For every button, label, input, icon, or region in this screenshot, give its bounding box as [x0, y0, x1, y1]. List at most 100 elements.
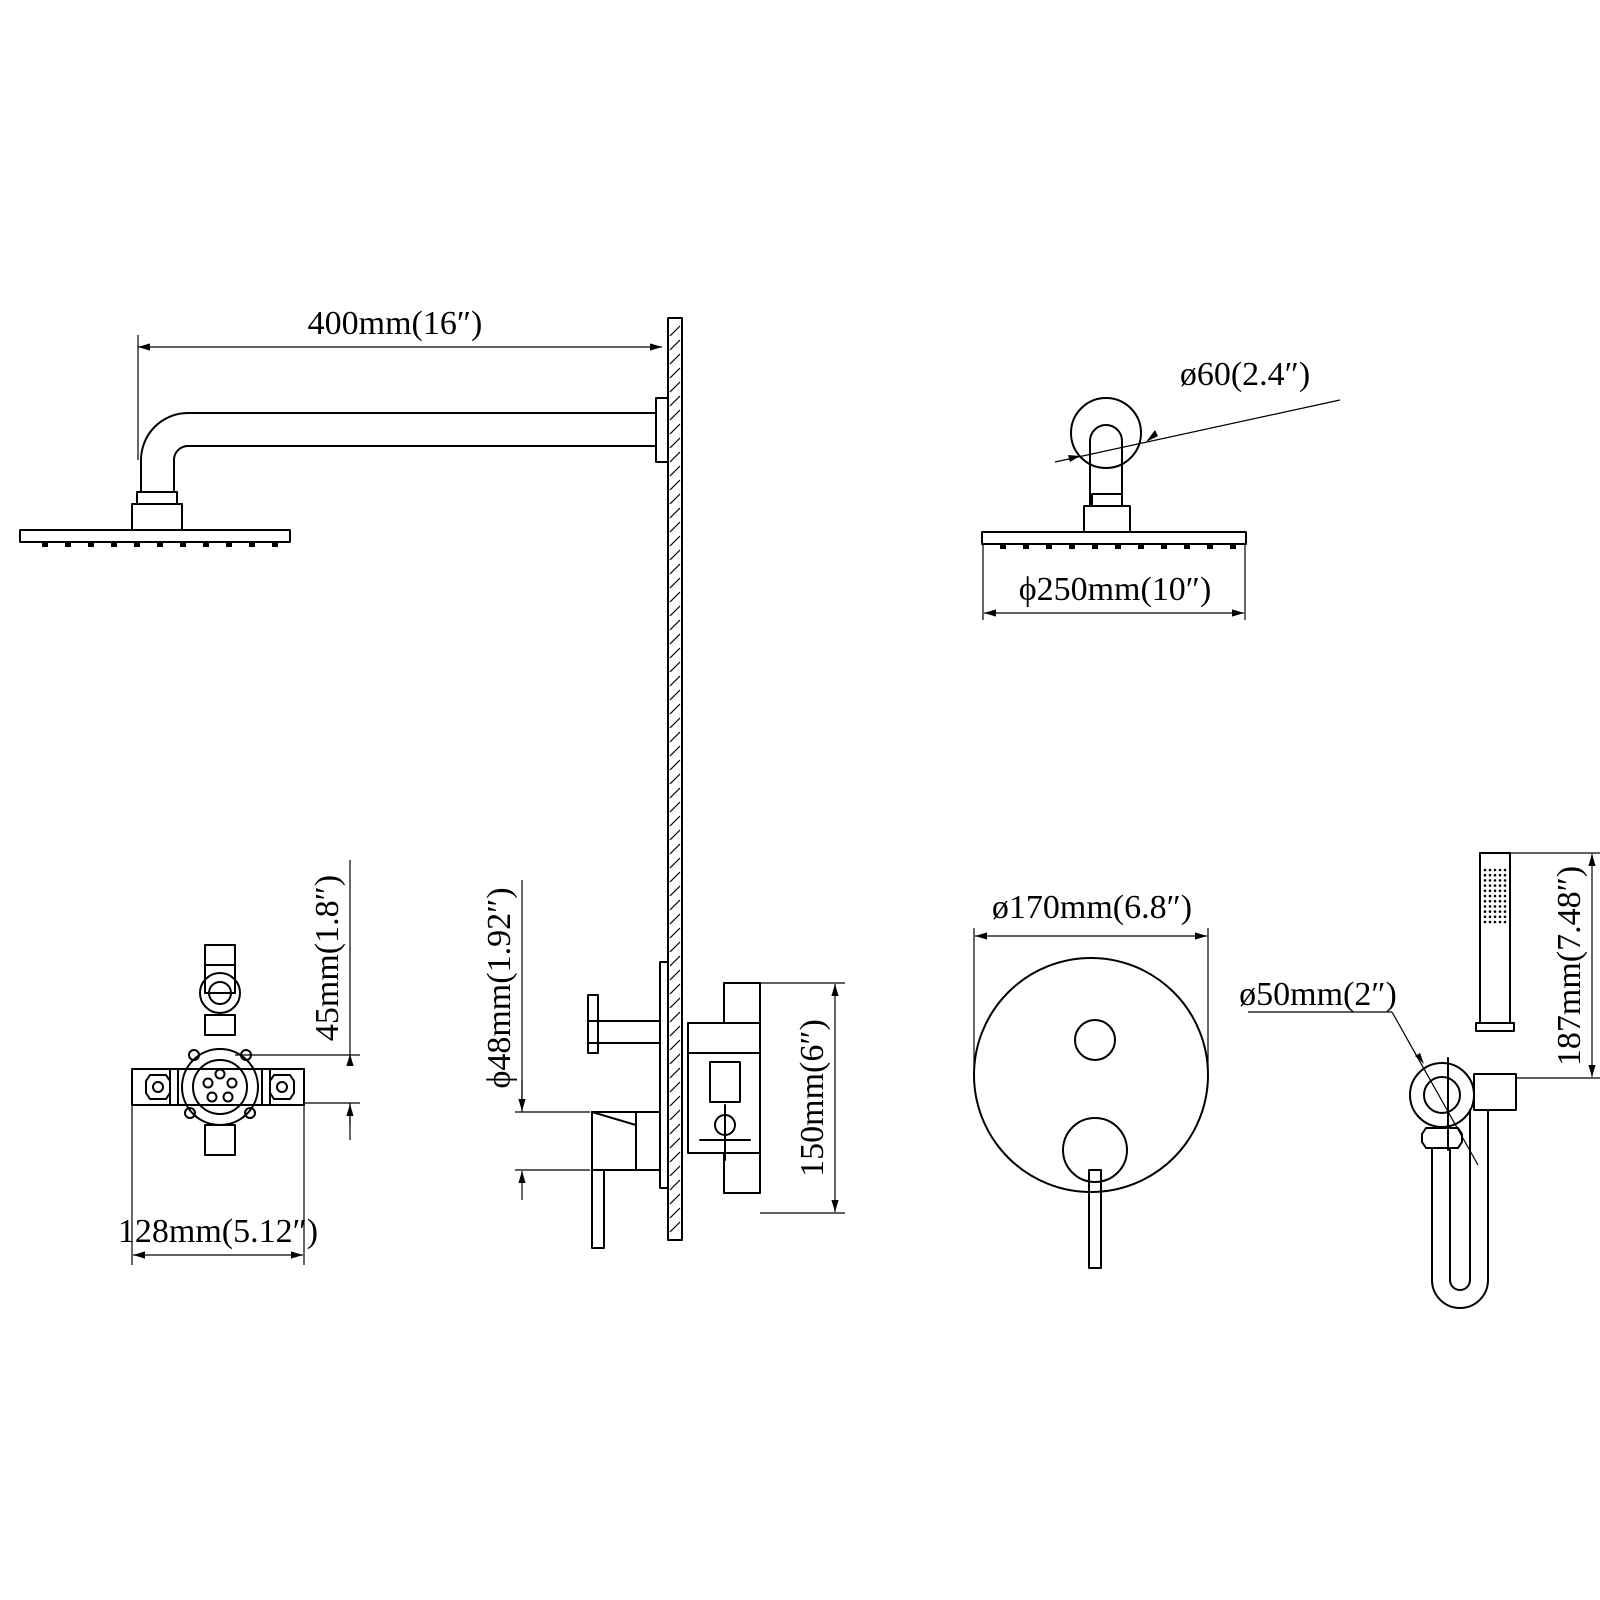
- flange-diameter-label: ø60(2.4″): [1180, 356, 1310, 393]
- spray-hole: [1483, 884, 1487, 887]
- nozzle: [226, 542, 232, 547]
- spray-hole: [1493, 889, 1497, 893]
- spray-hole: [1483, 915, 1487, 919]
- spray-hole: [1488, 910, 1492, 913]
- shower-arm-side-view: [131, 397, 669, 531]
- nozzle: [272, 542, 278, 547]
- wall-hatch-line: [669, 913, 681, 925]
- spray-hole: [1493, 879, 1497, 882]
- valve-width-dimension: 128mm(5.12″): [118, 1105, 318, 1265]
- nozzle: [1138, 544, 1144, 549]
- wall-section: [667, 317, 683, 1241]
- wall-hatch-line: [669, 423, 681, 435]
- wall-hatch-line: [669, 1179, 681, 1191]
- spray-hole: [1498, 920, 1502, 924]
- hand-shower-with-holder: [1409, 852, 1517, 1309]
- wall-hatch-line: [669, 731, 681, 743]
- holder-diameter-label: ø50mm(2″): [1239, 976, 1397, 1013]
- spray-hole: [1498, 910, 1502, 913]
- nozzle: [1230, 544, 1236, 549]
- wall-hatch-line: [669, 1081, 681, 1093]
- spray-hole: [1483, 879, 1487, 882]
- wall-hatch-line: [669, 1151, 681, 1163]
- spray-hole: [1493, 868, 1497, 872]
- head-diameter-dimension: ϕ250mm(10″): [982, 544, 1246, 620]
- wall-hatch-line: [669, 829, 681, 841]
- spray-hole: [1503, 910, 1507, 913]
- spray-hole: [1493, 884, 1497, 887]
- wall-hatch-line: [669, 647, 681, 659]
- handle-diameter-dimension: ϕ48mm(1.92″): [481, 880, 590, 1200]
- handshower-length-label: 187mm(7.48″): [1551, 866, 1588, 1066]
- spray-hole: [1498, 889, 1502, 893]
- nozzle: [111, 542, 117, 547]
- wall-hatch-line: [669, 689, 681, 701]
- spray-hole: [1483, 889, 1487, 893]
- wall-hatch-line: [669, 1207, 681, 1219]
- nozzle: [1000, 544, 1006, 549]
- wall-hatch-line: [669, 395, 681, 407]
- nozzle: [134, 542, 140, 547]
- wall-hatch-line: [669, 871, 681, 883]
- wall-hatch-line: [669, 1165, 681, 1177]
- spray-hole: [1498, 884, 1502, 887]
- spray-hole: [1483, 920, 1487, 924]
- nozzle: [1046, 544, 1052, 549]
- spray-hole: [1488, 884, 1492, 887]
- wall-hatch-line: [669, 577, 681, 589]
- wall-hatch-line: [669, 759, 681, 771]
- plate-diameter-dimension: ø170mm(6.8″): [973, 889, 1209, 1070]
- spray-hole: [1488, 889, 1492, 893]
- spray-hole: [1483, 905, 1487, 908]
- nozzle: [1115, 544, 1121, 549]
- spray-hole: [1498, 899, 1502, 903]
- spray-hole: [1498, 868, 1502, 872]
- spray-hole: [1503, 868, 1507, 872]
- spray-hole: [1493, 873, 1497, 877]
- rough-in-valve-top-view: [131, 944, 305, 1156]
- wall-hatch-line: [669, 983, 681, 995]
- spray-hole: [1503, 889, 1507, 893]
- wall-hatch-line: [669, 549, 681, 561]
- nozzle: [1092, 544, 1098, 549]
- wall-hatch-line: [669, 409, 681, 421]
- spray-hole: [1493, 915, 1497, 919]
- wall-hatch-line: [669, 479, 681, 491]
- wall-hatch-line: [669, 1025, 681, 1037]
- spray-hole: [1493, 910, 1497, 913]
- wall-hatch-line: [669, 339, 681, 351]
- spray-hole: [1493, 894, 1497, 898]
- wall-hatch-line: [669, 437, 681, 449]
- arm-length-dimension: 400mm(16″): [137, 305, 662, 460]
- nozzle: [65, 542, 71, 547]
- spray-hole: [1493, 899, 1497, 903]
- spray-hole: [1488, 915, 1492, 919]
- wall-hatch-line: [669, 717, 681, 729]
- wall-hatch-line: [669, 1123, 681, 1135]
- wall-hatch-line: [669, 815, 681, 827]
- spray-hole: [1483, 873, 1487, 877]
- wall-hatch-line: [669, 745, 681, 757]
- handshower-length-dimension: 187mm(7.48″): [1510, 852, 1600, 1079]
- wall-hatch-line: [669, 703, 681, 715]
- spray-hole: [1498, 873, 1502, 877]
- wall-hatch-line: [669, 1067, 681, 1079]
- spray-hole: [1498, 879, 1502, 882]
- valve-height-dimension: 150mm(6″): [760, 982, 845, 1214]
- wall-hatch-line: [669, 535, 681, 547]
- wall-hatch-line: [669, 465, 681, 477]
- wall-hatch-line: [669, 927, 681, 939]
- spray-hole: [1503, 920, 1507, 924]
- wall-hatch-line: [669, 1193, 681, 1205]
- spray-hole: [1488, 868, 1492, 872]
- wall-hatch-line: [669, 843, 681, 855]
- wall-hatch-line: [669, 493, 681, 505]
- wall-hatch-line: [669, 787, 681, 799]
- wall-hatch-line: [669, 619, 681, 631]
- rain-shower-head-side-view: [19, 529, 291, 547]
- wall-hatch-line: [669, 521, 681, 533]
- wall-hatch-line: [669, 661, 681, 673]
- wall-hatch-line: [669, 605, 681, 617]
- wall-hatch-line: [669, 325, 681, 337]
- nozzle: [157, 542, 163, 547]
